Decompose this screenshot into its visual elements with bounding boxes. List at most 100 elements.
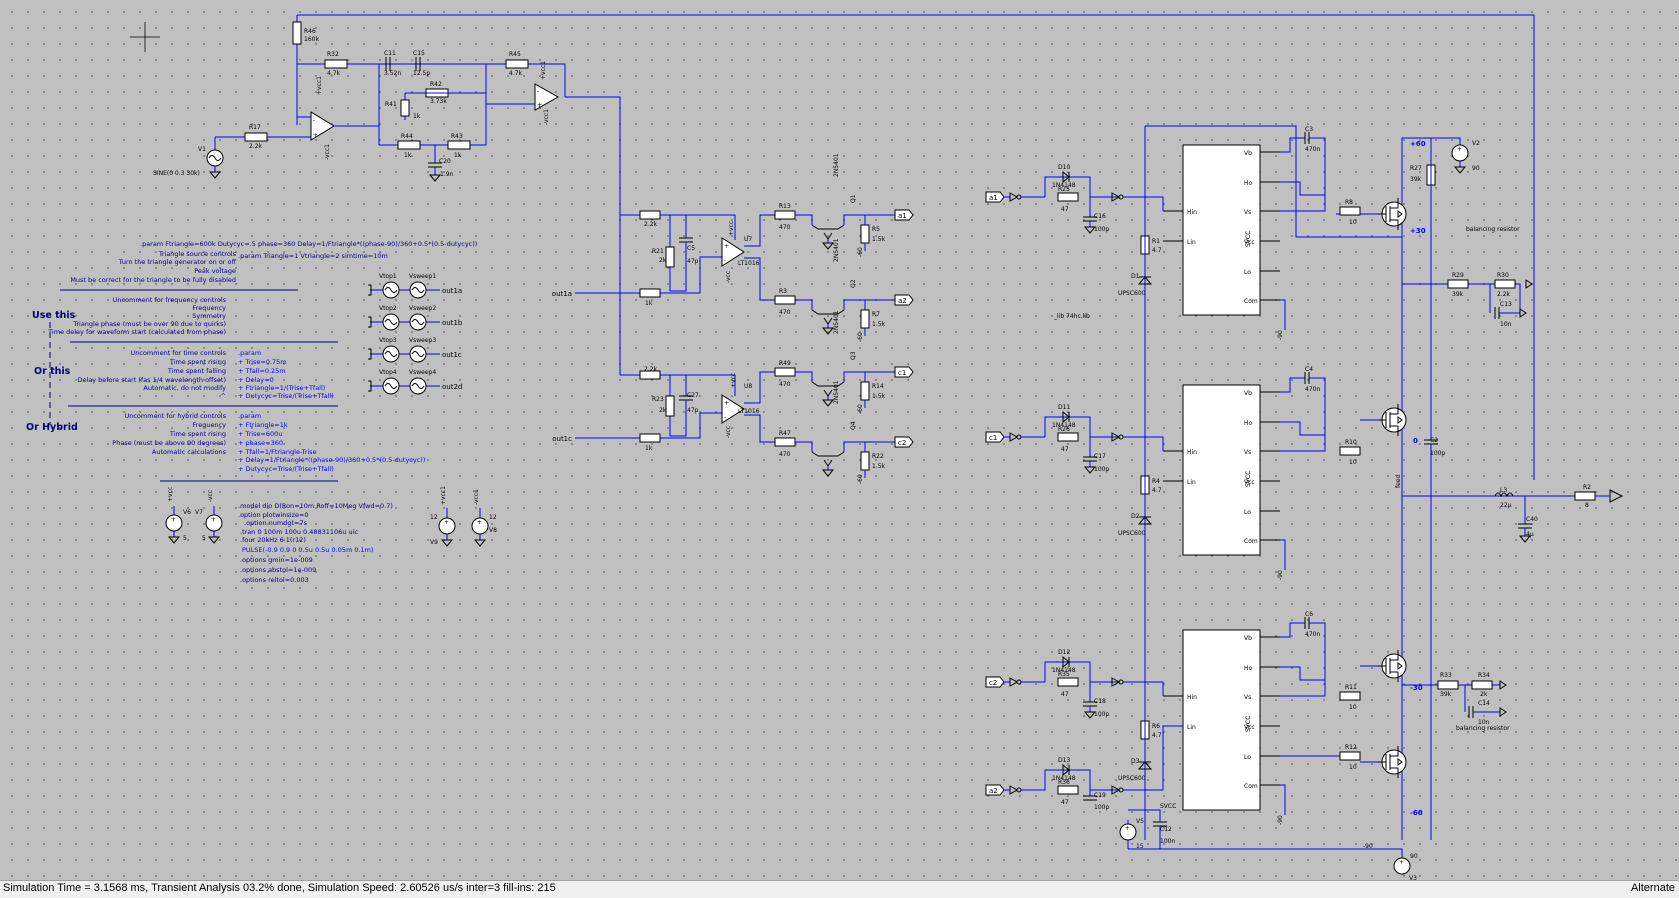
label-D13: D13 (1058, 757, 1070, 764)
capacitor-C5[interactable] (679, 237, 693, 243)
ground-icon (428, 174, 442, 182)
net-port-c1[interactable] (894, 366, 914, 378)
net-vcc-neg-1: -vcc1 (324, 144, 331, 160)
capacitor-C14[interactable] (1468, 706, 1474, 718)
capacitor-C40[interactable] (1518, 523, 1532, 529)
resistor-R23[interactable] (665, 395, 675, 417)
label-R27: R27 (1410, 165, 1422, 172)
resistor-R44[interactable] (397, 140, 421, 150)
resistor-R13[interactable] (774, 210, 796, 220)
note-text: Triangle source controls (158, 250, 237, 258)
value-C14: 10n (1478, 719, 1490, 726)
comparator-U7[interactable] (721, 237, 745, 267)
voltage-source-V3[interactable] (1393, 857, 1411, 875)
inductor-L3[interactable] (1494, 492, 1514, 498)
capacitor-C15[interactable] (415, 57, 421, 71)
rail-label: -30 (1410, 684, 1423, 692)
net-svcc: SVCC (1245, 471, 1252, 487)
resistor-R22[interactable] (860, 451, 870, 471)
net-port-a2[interactable] (985, 784, 1005, 796)
net-port-c1[interactable] (985, 431, 1005, 443)
resistor-R33[interactable] (1437, 680, 1459, 690)
resistor-R21[interactable] (665, 246, 675, 268)
resistor-R12[interactable] (1339, 751, 1361, 761)
resistor-R45[interactable] (505, 59, 529, 69)
capacitor-C13[interactable] (1494, 307, 1500, 319)
transistor-Q2[interactable] (823, 317, 833, 325)
param-text: + Tfall=1/Ftriangle-Trise (238, 448, 317, 456)
resistor-R49[interactable] (774, 367, 796, 377)
gate-driver-ic-1[interactable] (1182, 144, 1261, 316)
resistor-R25[interactable] (1057, 192, 1079, 202)
label-R43: R43 (451, 133, 463, 140)
resistor-R36[interactable] (1057, 785, 1079, 795)
resistor-R5[interactable] (860, 224, 870, 244)
value-text: 2.2k (644, 366, 658, 373)
net-port-c2[interactable] (985, 676, 1005, 688)
resistor-R10[interactable] (1339, 446, 1361, 456)
diode-D11[interactable] (1062, 410, 1070, 424)
svg-text:+: + (1125, 825, 1130, 832)
comparator-U8[interactable] (721, 394, 745, 424)
resistor-R46[interactable] (292, 21, 302, 45)
svg-text:-: - (537, 88, 539, 95)
transistor-Q4[interactable] (823, 459, 833, 467)
label-C27: C27 (687, 392, 699, 399)
transistor-Q1[interactable] (823, 232, 833, 240)
resistor-R43[interactable] (447, 140, 471, 150)
gate-driver-ic-2[interactable] (1182, 384, 1261, 556)
resistor-R8[interactable] (1339, 206, 1361, 216)
svg-text:-: - (313, 117, 315, 124)
opamp-2[interactable] (534, 83, 560, 111)
opamp-1[interactable] (310, 111, 335, 141)
diode-D12[interactable] (1062, 655, 1070, 669)
label-C18: C18 (1094, 698, 1106, 705)
resistor-R17[interactable] (244, 132, 268, 142)
capacitor-C11[interactable] (385, 57, 391, 71)
sim-directive: .options abstol=1e-009 (240, 566, 316, 574)
net-port-a1[interactable] (985, 191, 1005, 203)
value-V5: 15 (1136, 843, 1144, 850)
svg-text:-: - (724, 414, 726, 421)
resistor-R34[interactable] (1471, 680, 1493, 690)
value-Q3: 2N5401 (833, 310, 840, 334)
pin-lin: Lin (1187, 239, 1196, 246)
schematic[interactable]: R46 160k R32 4.7k C11 3.52n C15 12.5p R4… (0, 0, 1679, 880)
resistor-R41[interactable] (400, 99, 410, 117)
rail-label: +60 (1410, 140, 1426, 148)
directives-block[interactable]: .param Ftriangle=600k Dutycyc=.5 phase=3… (26, 240, 477, 584)
transistor-Q3[interactable] (823, 389, 833, 397)
status-bar: Simulation Time = 3.1568 ms, Transient A… (0, 880, 1679, 898)
resistor-R29[interactable] (1447, 279, 1469, 289)
value-R5: 1.5k (872, 236, 886, 243)
resistor-R47[interactable] (774, 437, 796, 447)
net-port-c2[interactable] (894, 436, 914, 448)
resistor-R7[interactable] (860, 309, 870, 329)
schematic-canvas[interactable]: R46 160k R32 4.7k C11 3.52n C15 12.5p R4… (0, 0, 1679, 880)
net-port-a2[interactable] (894, 294, 914, 306)
resistor-R3[interactable] (774, 295, 796, 305)
resistor-R11[interactable] (1339, 691, 1361, 701)
value-R12: 10 (1349, 764, 1357, 771)
resistor-R30[interactable] (1494, 279, 1516, 289)
label-Q1: Q1 (850, 194, 857, 203)
value-R32: 4.7k (327, 70, 341, 77)
diode-D13[interactable] (1062, 763, 1070, 777)
resistor-R2[interactable] (1574, 491, 1596, 501)
resistor-R35[interactable] (1057, 677, 1079, 687)
net-port-a1[interactable] (894, 209, 914, 221)
gate-driver-ic-3[interactable] (1182, 629, 1261, 811)
value-V7: 5 (202, 535, 206, 542)
diode-D10[interactable] (1062, 170, 1070, 184)
sim-directive: .tran 0 100m 100u 0.48831106u uic (240, 528, 358, 536)
voltage-source-V5[interactable] (1119, 823, 1137, 841)
label-V7: V7 (195, 509, 203, 516)
status-mode: Alternate (1630, 882, 1675, 894)
resistor-R14[interactable] (860, 381, 870, 401)
net-svcc: SVCC (1245, 716, 1252, 732)
resistor-R26[interactable] (1057, 432, 1079, 442)
resistor-R32[interactable] (324, 59, 348, 69)
supply-sources-left: +vcc + V6 5 -vcc + V7 5 +vcc1 + 12 V9 -v… (165, 486, 497, 547)
value-R11: 10 (1349, 704, 1357, 711)
svg-text:-90: -90 (1277, 815, 1284, 825)
